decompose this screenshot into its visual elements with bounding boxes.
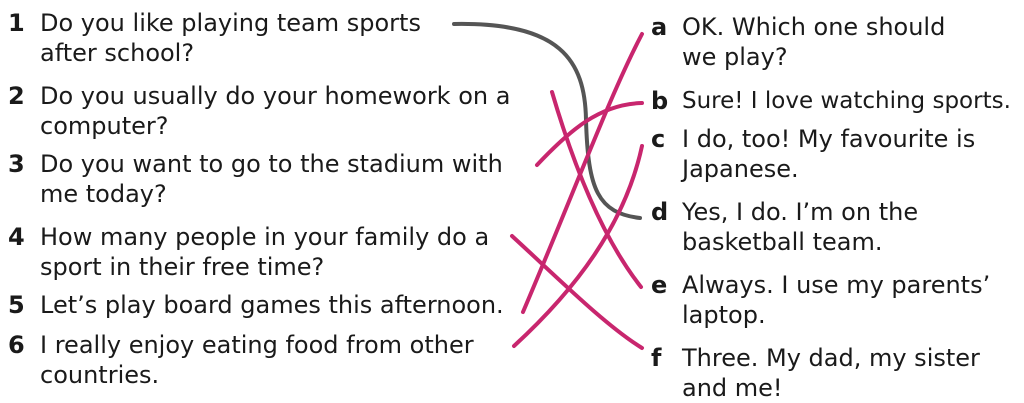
question-line-1: How many people in your family do a	[40, 223, 490, 251]
answer-line-2: basketball team.	[682, 228, 883, 256]
question-number: 2	[8, 82, 25, 110]
question-number: 4	[8, 223, 25, 251]
question-number: 1	[8, 9, 25, 37]
answer-letter: f	[651, 344, 662, 372]
question-line-1: Let’s play board games this afternoon.	[40, 291, 504, 319]
question-line-1: Do you like playing team sports	[40, 9, 421, 37]
answer-line-2: Japanese.	[682, 155, 799, 183]
match-line-6-c	[512, 144, 644, 348]
question-line-2: sport in their free time?	[40, 253, 325, 281]
question-line-1: Do you usually do your homework on a	[40, 82, 511, 110]
answer-line-1: I do, too! My favourite is	[682, 125, 976, 153]
question-line-1: Do you want to go to the stadium with	[40, 150, 503, 178]
example-match-line-1-d	[452, 21, 642, 220]
match-line-5-a	[521, 32, 644, 314]
answer-letter: c	[651, 125, 666, 153]
question-number: 3	[8, 150, 25, 178]
answer-letter: e	[651, 271, 668, 299]
answer-letter: d	[651, 198, 669, 226]
answer-line-1: Three. My dad, my sister	[682, 344, 980, 372]
answer-line-2: we play?	[682, 43, 788, 71]
answer-line-1: OK. Which one should	[682, 13, 946, 41]
answer-line-1: Always. I use my parents’	[682, 271, 991, 299]
match-line-2-e	[550, 90, 643, 289]
answer-line-2: and me!	[682, 374, 783, 402]
answer-line-2: laptop.	[682, 301, 766, 329]
question-line-2: me today?	[40, 180, 167, 208]
match-line-3-b	[535, 101, 644, 167]
question-line-1: I really enjoy eating food from other	[40, 331, 474, 359]
match-line-4-f	[510, 234, 644, 350]
answer-line-1: Sure! I love watching sports.	[682, 88, 1011, 114]
question-line-2: computer?	[40, 112, 169, 140]
question-number: 6	[8, 331, 25, 359]
answer-letter: b	[651, 87, 669, 115]
question-number: 5	[8, 291, 25, 319]
answer-line-1: Yes, I do. I’m on the	[682, 198, 919, 226]
question-line-2: countries.	[40, 361, 160, 389]
question-line-2: after school?	[40, 39, 195, 67]
answer-letter: a	[651, 13, 668, 41]
